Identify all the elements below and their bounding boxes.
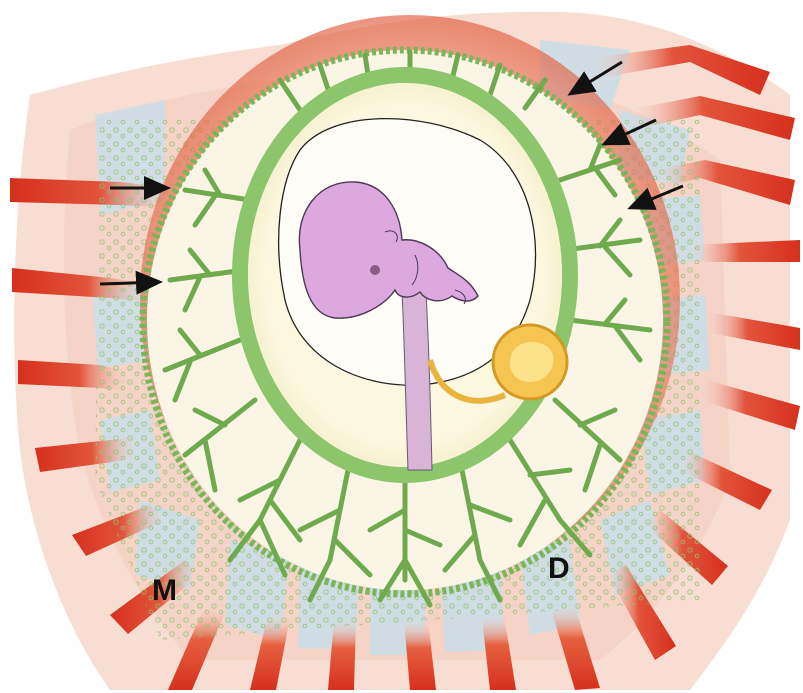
- yolk-sac-icon: [493, 325, 567, 399]
- label-M: M: [152, 574, 177, 607]
- arrow-left-lower: [100, 282, 160, 284]
- label-D: D: [548, 552, 570, 585]
